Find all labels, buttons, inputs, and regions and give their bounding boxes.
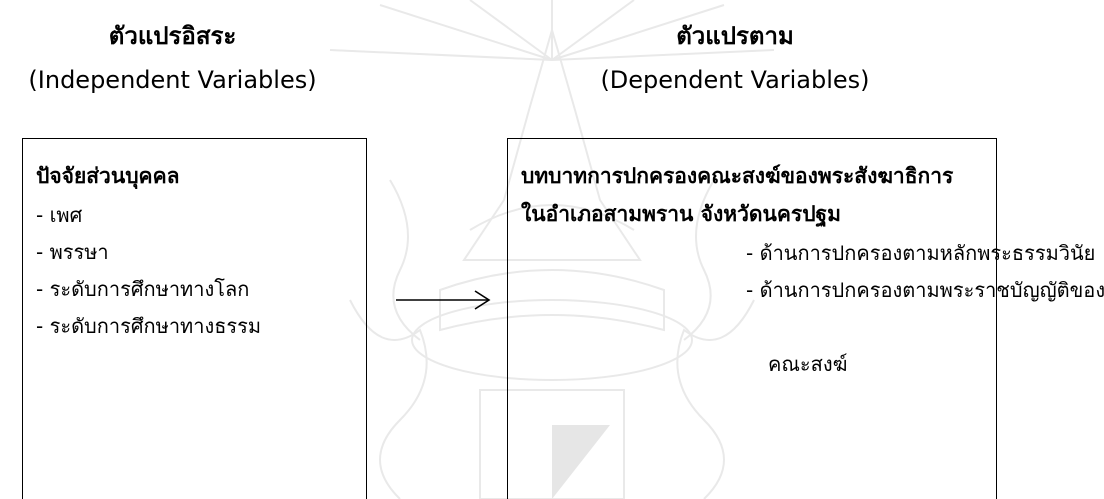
list-item: ระดับการศึกษาทางโลก [36, 271, 261, 308]
list-item: ระดับการศึกษาทางธรรม [36, 308, 262, 345]
dependent-heading-thai: ตัวแปรตาม [676, 22, 794, 50]
independent-variables-box: ปัจจัยส่วนบุคคล เพศ พรรษา ระดับการศึกษาท… [22, 138, 367, 499]
list-item: ด้านการปกครองตามหลักพระธรรมวินัย [746, 235, 1104, 272]
dependent-box-title-line1: บทบาทการปกครองคณะสงฆ์ของพระสังฆาธิการ [521, 164, 954, 188]
dependent-box-title: บทบาทการปกครองคณะสงฆ์ของพระสังฆาธิการ ใน… [521, 157, 953, 233]
list-item: เพศ [36, 197, 261, 234]
list-item-continuation: คณะสงฆ์ [768, 352, 848, 376]
independent-box-title-text: ปัจจัยส่วนบุคคล [36, 164, 180, 188]
independent-heading-thai: ตัวแปรอิสระ [108, 22, 237, 50]
independent-heading-english: (Independent Variables) [28, 66, 317, 94]
dependent-box-title-line2: ในอำเภอสามพราน จังหวัดนครปฐม [521, 202, 841, 226]
list-item: พรรษา [36, 234, 261, 271]
list-item: ด้านการปกครองตามพระราชบัญญัติของ [746, 272, 1104, 309]
independent-variables-list: เพศ พรรษา ระดับการศึกษาทางโลก ระดับการศึ… [36, 197, 262, 345]
dependent-variables-box: บทบาทการปกครองคณะสงฆ์ของพระสังฆาธิการ ใน… [507, 138, 1104, 499]
dependent-variables-list: ด้านการปกครองตามหลักพระธรรมวินัย ด้านการ… [746, 235, 1104, 309]
dependent-heading-english: (Dependent Variables) [600, 66, 870, 94]
dependent-variables-heading: ตัวแปรตาม (Dependent Variables) [480, 14, 990, 102]
independent-variables-heading: ตัวแปรอิสระ (Independent Variables) [0, 14, 345, 102]
independent-box-title: ปัจจัยส่วนบุคคล [36, 157, 180, 195]
